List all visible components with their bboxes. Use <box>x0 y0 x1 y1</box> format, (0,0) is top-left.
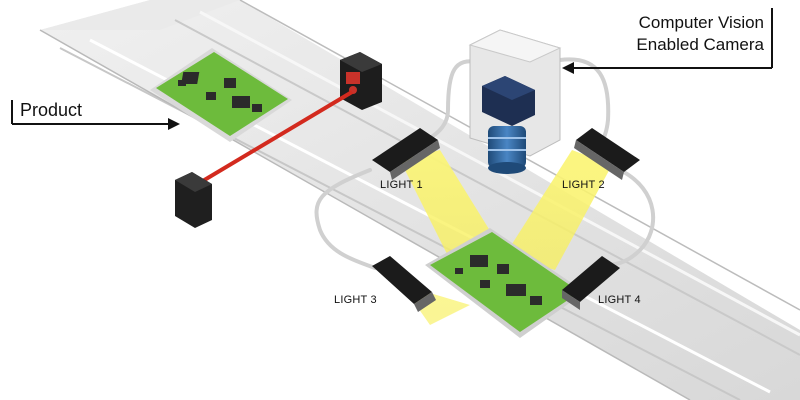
camera-lens <box>488 126 526 168</box>
camera-label-line1: Computer Vision <box>638 13 764 32</box>
product-callout <box>11 100 180 130</box>
product-pcb <box>150 48 292 142</box>
light-4-fixture <box>562 256 620 310</box>
light-1-label: LIGHT 1 <box>380 179 423 191</box>
light-4-label: LIGHT 4 <box>598 294 641 306</box>
camera-callout <box>562 8 773 74</box>
light-3-fixture <box>372 256 436 312</box>
camera <box>468 29 562 174</box>
inspected-pcb <box>425 228 585 338</box>
laser-beam <box>194 90 354 187</box>
camera-annotation: Computer Vision Enabled Camera <box>636 12 764 56</box>
camera-label-line2: Enabled Camera <box>636 35 764 54</box>
laser-emitter <box>340 52 382 110</box>
light-2-fixture <box>574 128 640 180</box>
laser-receiver <box>175 172 212 228</box>
light-3-label: LIGHT 3 <box>334 294 377 306</box>
light-1-fixture <box>372 128 440 180</box>
product-annotation: Product <box>20 100 83 120</box>
light-2-label: LIGHT 2 <box>562 179 605 191</box>
